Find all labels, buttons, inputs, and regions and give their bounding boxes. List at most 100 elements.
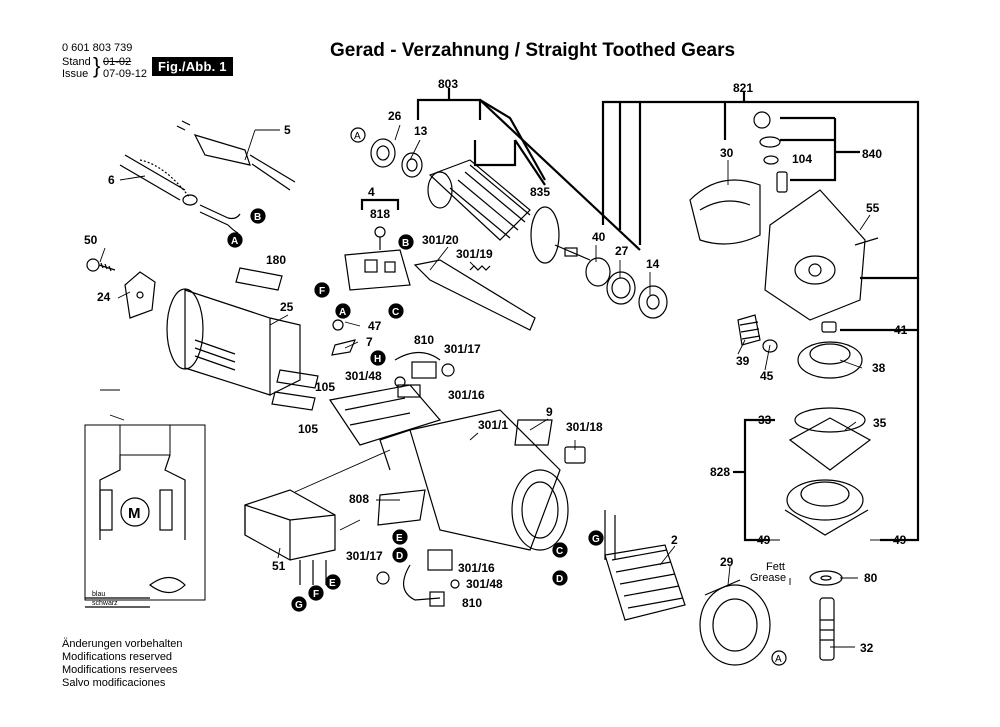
group-brackets <box>360 88 920 542</box>
svg-text:B: B <box>402 238 409 249</box>
callout-b-2: B <box>398 234 414 250</box>
part-number-828: 828 <box>710 465 730 479</box>
brush-part-810-upper <box>394 351 455 398</box>
bracket-835 <box>473 140 517 167</box>
part-number-33: 33 <box>758 413 772 427</box>
part-number-301-16-upper: 301/16 <box>448 388 485 402</box>
callout-d-1: D <box>392 547 408 563</box>
circuit-diagram <box>84 424 206 608</box>
part-number-810-upper: 810 <box>414 333 434 347</box>
callout-g-2: G <box>291 596 307 612</box>
part-number-49-left: 49 <box>757 533 771 547</box>
callout-b-1: B <box>250 208 266 224</box>
gear-part-38 <box>797 321 863 379</box>
bracket-4 <box>360 198 400 210</box>
part-number-301-20: 301/20 <box>422 233 459 247</box>
part-number-29: 29 <box>720 555 734 569</box>
guard-part-29 <box>699 579 771 666</box>
bracket-803-diag2 <box>479 99 641 251</box>
notes-block: Änderungen vorbehalten Modifications res… <box>62 638 182 690</box>
gearhead-part-41 <box>764 189 879 321</box>
note-line-es: Salvo modificaciones <box>62 677 166 689</box>
part-number-301-48-lower: 301/48 <box>466 577 503 591</box>
svg-text:A: A <box>339 307 346 318</box>
issue-label: Issue <box>62 68 89 80</box>
stand-label: Stand <box>62 56 91 68</box>
part-number-803: 803 <box>438 77 458 91</box>
part-number-5: 5 <box>284 123 291 137</box>
part-number-40: 40 <box>592 230 606 244</box>
callout-g-1: G <box>588 530 604 546</box>
part-number-47: 47 <box>368 319 382 333</box>
part-number-49-right: 49 <box>893 533 907 547</box>
group-leaders <box>99 124 880 648</box>
part-number-24: 24 <box>97 290 111 304</box>
page-title: Gerad - Verzahnung / Straight Toothed Ge… <box>330 40 736 61</box>
part-number-6: 6 <box>108 173 115 187</box>
callout-c-1: C <box>388 303 404 319</box>
housing-part-25 <box>166 288 301 396</box>
part-number-51: 51 <box>272 559 286 573</box>
part-number-80: 80 <box>864 571 878 585</box>
svg-text:A: A <box>354 131 361 142</box>
part-number-38: 38 <box>872 361 886 375</box>
svg-text:F: F <box>319 286 325 297</box>
callout-f-2: F <box>308 585 324 601</box>
group-part-numbers: 803 821 26 13 5 835 30 104 840 6 4 818 4… <box>84 77 908 655</box>
svg-text:F: F <box>313 589 319 600</box>
part-number-45: 45 <box>760 369 774 383</box>
part-number-2: 2 <box>671 533 678 547</box>
bearing-part-13 <box>401 152 423 178</box>
part-number-810-lower: 810 <box>462 596 482 610</box>
housing-part-301-1 <box>379 409 569 551</box>
module-part-51 <box>244 489 336 585</box>
figure-badge: Fig./Abb. 1 <box>152 57 233 76</box>
callout-h-1: H <box>370 350 386 366</box>
part-number-301-17-lower: 301/17 <box>346 549 383 563</box>
screw-part-50 <box>86 258 116 272</box>
part-number-9: 9 <box>546 405 553 419</box>
fett-label: Fett <box>766 561 785 573</box>
label-part-9 <box>514 419 553 446</box>
part-number-105-b: 105 <box>298 422 318 436</box>
svg-text:G: G <box>592 534 600 545</box>
cable-end-b <box>199 204 241 234</box>
svg-text:E: E <box>396 533 403 544</box>
part-number-180: 180 <box>266 253 286 267</box>
svg-text:E: E <box>329 578 336 589</box>
callout-d-2: D <box>552 570 568 586</box>
armature-part-803 <box>427 159 591 264</box>
callout-a-2: A <box>227 232 243 248</box>
brace-symbol: } <box>93 53 101 78</box>
part-number-26: 26 <box>388 109 402 123</box>
bracket-828 <box>743 418 775 542</box>
note-line-de: Änderungen vorbehalten <box>62 638 183 650</box>
guard-part-30 <box>689 179 761 245</box>
note-line-fr: Modifications reservees <box>62 664 178 676</box>
issue-value: 07-09-12 <box>103 68 148 80</box>
part-number-104: 104 <box>792 152 812 166</box>
part-number-39: 39 <box>736 354 750 368</box>
bracket-104 <box>790 118 837 182</box>
group-callouts: A B A B F A C H G E D C D E F G A <box>227 127 787 666</box>
label-part-808 <box>377 489 426 526</box>
label-part-105 <box>271 369 319 411</box>
part-number-835: 835 <box>530 185 550 199</box>
part-number-55: 55 <box>866 201 880 215</box>
plug-part-5 <box>176 120 296 191</box>
switch-carrier <box>328 384 442 446</box>
note-line-en: Modifications reserved <box>62 651 173 663</box>
bearing-part-14 <box>638 285 668 319</box>
pinion-part-39 <box>737 314 761 346</box>
washer-part-80 <box>809 570 843 586</box>
part-number-105-a: 105 <box>315 380 335 394</box>
label-part-180 <box>235 267 283 291</box>
brushholder-part-4 <box>344 249 411 291</box>
svg-text:A: A <box>231 236 238 247</box>
ring-part-40 <box>585 257 611 287</box>
nut-part-45 <box>762 339 778 353</box>
screw-part-818 <box>374 226 386 250</box>
svg-text:C: C <box>392 307 399 318</box>
bracket-41 <box>880 278 920 542</box>
